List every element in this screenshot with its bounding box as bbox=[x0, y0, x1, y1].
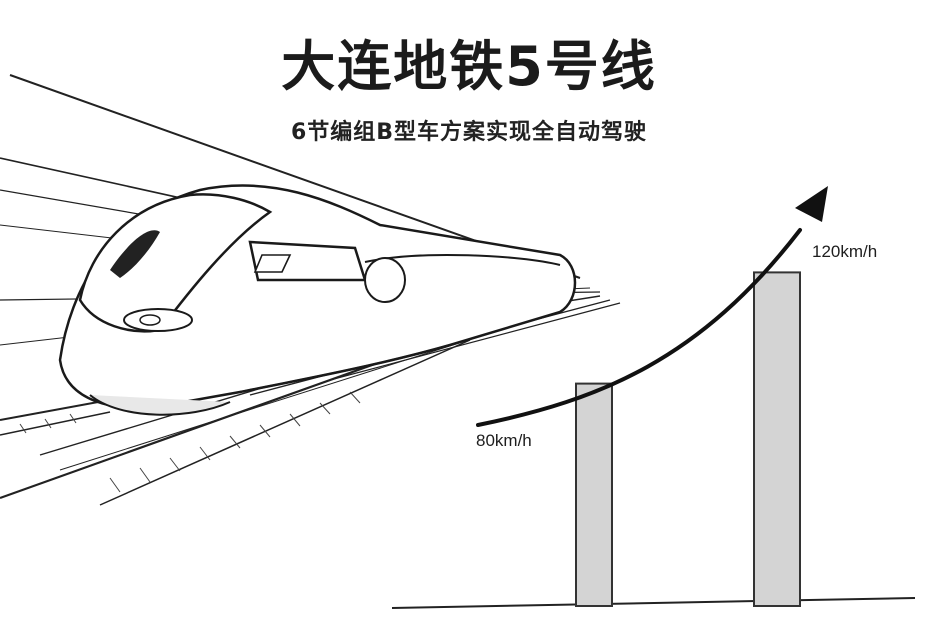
train bbox=[58, 184, 577, 416]
speed-chart bbox=[391, 186, 916, 609]
chart-baseline bbox=[391, 597, 916, 609]
bar-120 bbox=[753, 271, 801, 607]
main-title: 大连地铁5号线 bbox=[281, 35, 657, 98]
trend-curve bbox=[476, 228, 802, 427]
trend-arrowhead bbox=[795, 186, 828, 222]
data-label-80: 80km/h bbox=[476, 431, 532, 450]
bar-80 bbox=[575, 382, 613, 607]
data-label-120: 120km/h bbox=[812, 242, 878, 261]
subtitle: 6节编组B型车方案实现全自动驾驶 bbox=[290, 120, 648, 145]
